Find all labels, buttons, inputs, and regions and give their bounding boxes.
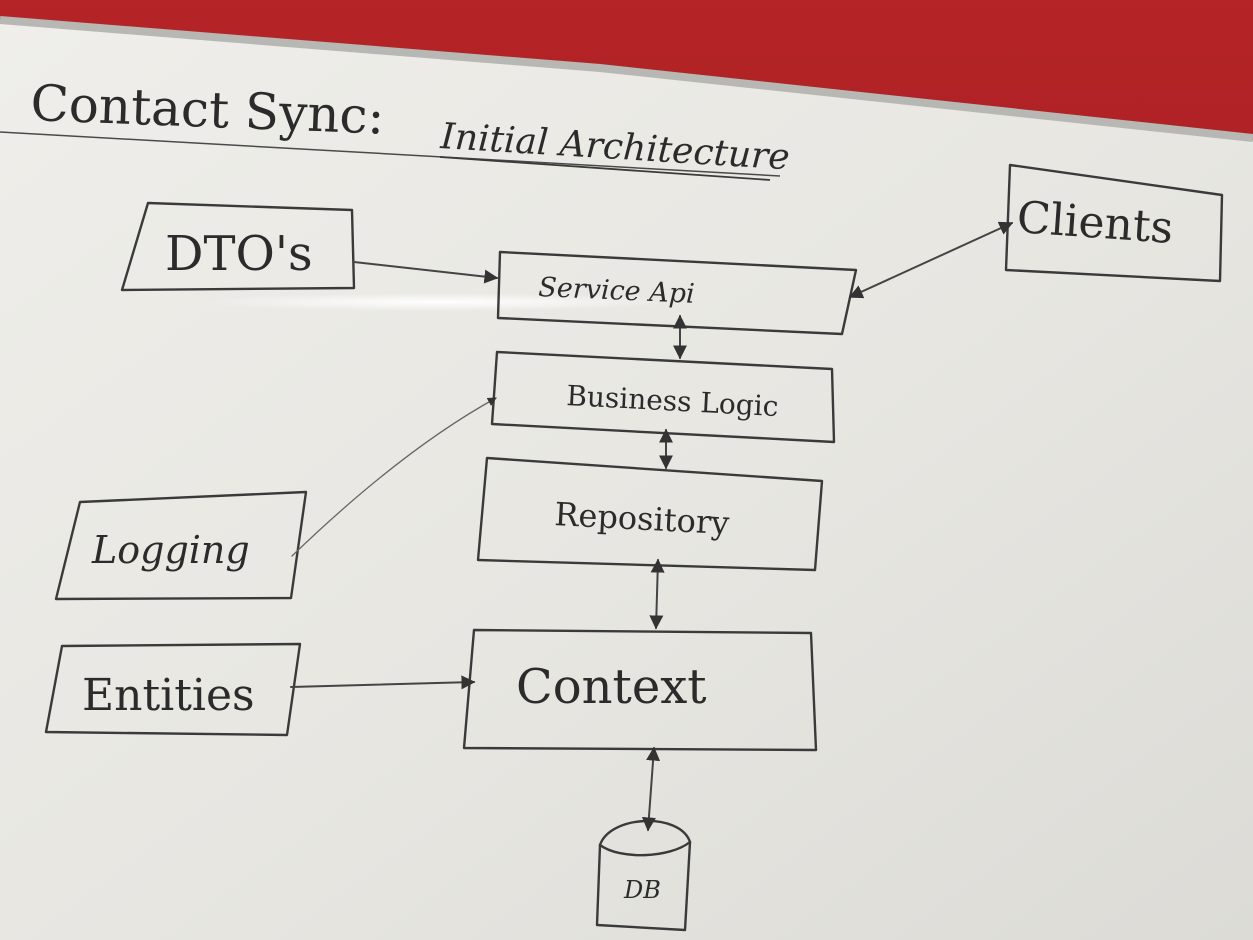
node-context: Context	[462, 628, 818, 752]
node-logging-label: Logging	[91, 528, 250, 572]
edge-logging-business-logic	[291, 397, 497, 557]
header-rule	[0, 131, 781, 177]
title-contact-sync: Contact Sync:	[30, 74, 386, 146]
node-service-api: Service Api	[496, 250, 858, 336]
node-context-label: Context	[516, 659, 707, 715]
node-dtos-label: DTO's	[165, 226, 313, 282]
edge-context-db	[641, 746, 661, 832]
node-service-api-label: Service Api	[538, 272, 696, 310]
edge-dtos-service-api	[353, 261, 499, 284]
node-logging: Logging	[54, 490, 308, 601]
node-repository: Repository	[476, 456, 824, 572]
edge-repository-context	[649, 558, 665, 630]
whiteboard-frame	[0, 16, 1253, 142]
node-repository-label: Repository	[554, 495, 731, 542]
title-underline	[439, 156, 771, 181]
edge-service-api-clients	[848, 221, 1014, 299]
node-entities-label: Entities	[82, 670, 255, 721]
node-clients-label: Clients	[1015, 192, 1175, 254]
edge-entities-context	[290, 675, 476, 690]
node-dtos: DTO's	[120, 201, 356, 292]
glare-streak	[200, 293, 680, 311]
node-entities: Entities	[44, 642, 302, 737]
node-db-label: DB	[623, 876, 661, 904]
